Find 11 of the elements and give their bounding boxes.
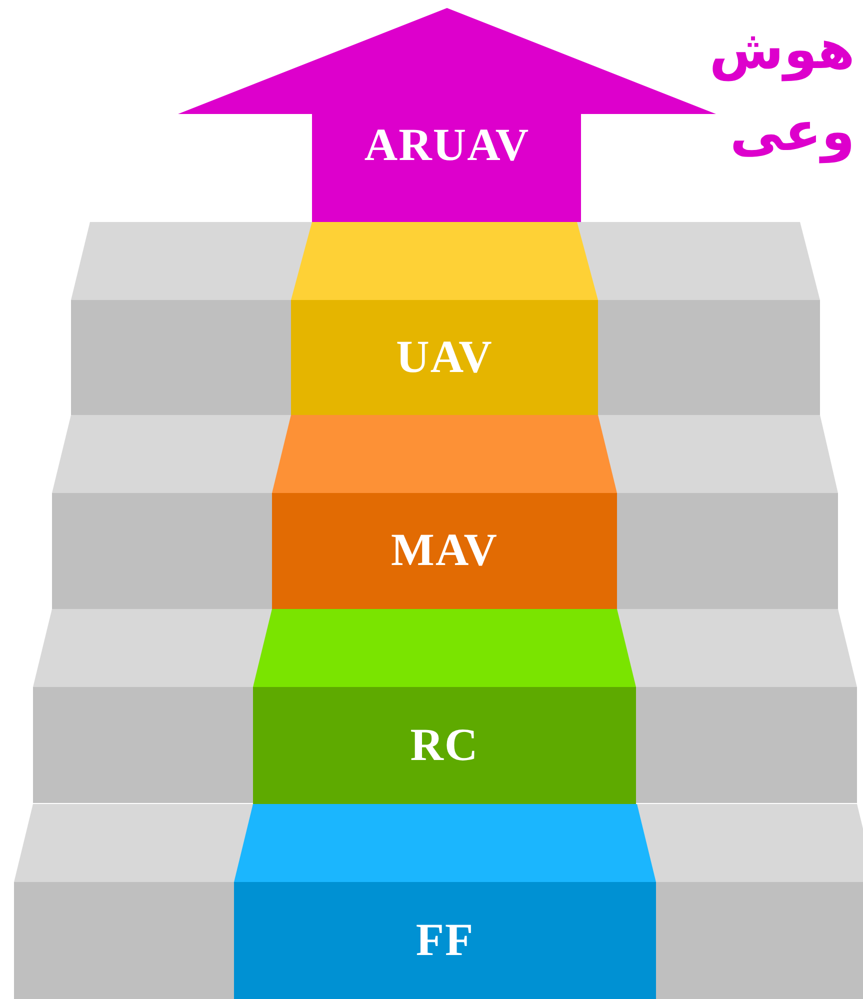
step-label: MAV [390, 523, 499, 576]
stair-step [272, 415, 617, 609]
heading-text: هوش [709, 18, 855, 81]
stair-step [234, 804, 656, 999]
heading-text: وعی [730, 100, 855, 163]
step-label: RC [409, 718, 480, 770]
step-label: ARUAV [363, 118, 531, 171]
step-label: FF [414, 912, 476, 966]
step-label: UAV [395, 330, 494, 382]
stair-step [291, 222, 598, 415]
stair-step [253, 609, 636, 804]
